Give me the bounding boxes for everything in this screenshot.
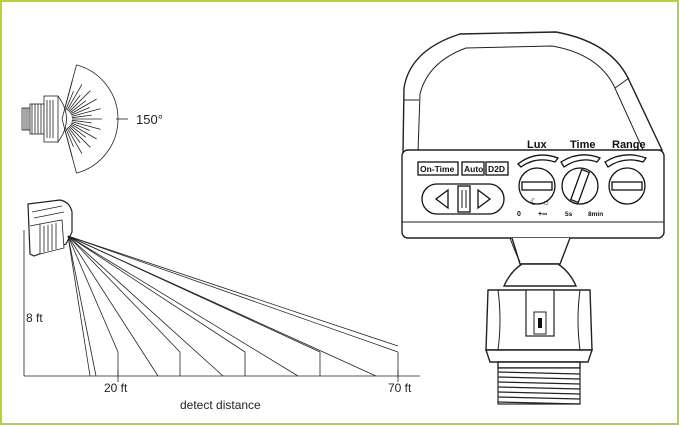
mounted-sensor-icon bbox=[27, 199, 73, 257]
range-label: Range bbox=[612, 139, 646, 151]
sensor-side-icon bbox=[21, 95, 67, 143]
fan-ray bbox=[70, 123, 97, 140]
fan-ray bbox=[64, 128, 73, 158]
fan-ray bbox=[70, 98, 97, 115]
distance-axis-caption: detect distance bbox=[180, 398, 261, 412]
thread-line bbox=[497, 396, 581, 400]
range-ray bbox=[67, 235, 246, 353]
auto-button[interactable] bbox=[461, 161, 485, 176]
thread-line bbox=[497, 401, 581, 405]
fan-ray bbox=[68, 125, 91, 148]
mode-selector: On-Time Auto D2D bbox=[417, 161, 509, 215]
lux-max-label: +∞ bbox=[538, 211, 547, 218]
range-diagram bbox=[23, 199, 420, 382]
fan-ray bbox=[67, 94, 81, 112]
detection-angle-diagram bbox=[21, 64, 128, 174]
on-time-label: On-Time bbox=[420, 164, 455, 174]
slide-right-arrow-icon[interactable] bbox=[477, 188, 492, 210]
lux-knob[interactable]: ☾ ☼ bbox=[517, 151, 560, 207]
fan-ray bbox=[69, 124, 87, 138]
fan-ray bbox=[71, 122, 90, 131]
fan-ray bbox=[67, 126, 81, 144]
range-ray bbox=[67, 235, 119, 353]
fan-ray bbox=[66, 127, 83, 154]
detection-fan bbox=[61, 64, 119, 174]
moon-icon: ☾ bbox=[530, 197, 538, 207]
range-ray bbox=[67, 235, 399, 347]
auto-label: Auto bbox=[464, 164, 483, 174]
mode-slider-handle[interactable] bbox=[457, 185, 471, 213]
mounting-height-label: 8 ft bbox=[26, 311, 43, 325]
time-label: Time bbox=[570, 139, 595, 151]
fan-ray bbox=[71, 108, 101, 117]
fan-ray bbox=[64, 80, 73, 110]
range-ray bbox=[67, 235, 399, 353]
detection-angle-label: 150° bbox=[136, 112, 163, 127]
swivel-mount bbox=[485, 263, 593, 369]
fan-ray bbox=[71, 107, 90, 116]
range-rays bbox=[67, 235, 399, 377]
fan-ray bbox=[68, 90, 91, 113]
range-ray bbox=[67, 235, 159, 377]
sensor-dome bbox=[402, 31, 664, 153]
distance-far-label: 70 ft bbox=[388, 381, 412, 395]
d2d-label: D2D bbox=[488, 164, 505, 174]
distance-near-label: 20 ft bbox=[104, 381, 128, 395]
fan-ray bbox=[69, 100, 87, 114]
sun-icon: ☼ bbox=[542, 197, 550, 207]
slide-left-arrow-icon[interactable] bbox=[434, 188, 449, 210]
time-knob[interactable] bbox=[560, 154, 602, 205]
range-ray bbox=[67, 235, 377, 377]
thread-line bbox=[497, 386, 581, 390]
fan-ray bbox=[65, 91, 74, 110]
range-ray bbox=[67, 235, 181, 353]
d2d-button[interactable] bbox=[485, 161, 509, 176]
fan-ray bbox=[66, 84, 83, 111]
lux-min-label: 0 bbox=[517, 211, 521, 218]
lux-label: Lux bbox=[527, 139, 547, 151]
fan-ray bbox=[71, 121, 101, 130]
thread-line bbox=[497, 371, 581, 375]
threaded-stem bbox=[497, 367, 581, 405]
thread-line bbox=[497, 376, 581, 380]
on-time-button[interactable] bbox=[417, 161, 459, 176]
time-max-label: 8min bbox=[588, 211, 603, 218]
thread-line bbox=[497, 391, 581, 395]
time-min-label: 5s bbox=[565, 211, 573, 218]
range-ray bbox=[67, 235, 91, 377]
range-knob[interactable] bbox=[604, 154, 648, 205]
range-ray bbox=[67, 235, 224, 377]
range-ray bbox=[67, 235, 299, 377]
thread-line bbox=[497, 381, 581, 385]
range-ray bbox=[67, 235, 97, 377]
fan-ray bbox=[71, 114, 92, 119]
fan-ray bbox=[71, 119, 92, 124]
fan-ray bbox=[65, 128, 74, 147]
